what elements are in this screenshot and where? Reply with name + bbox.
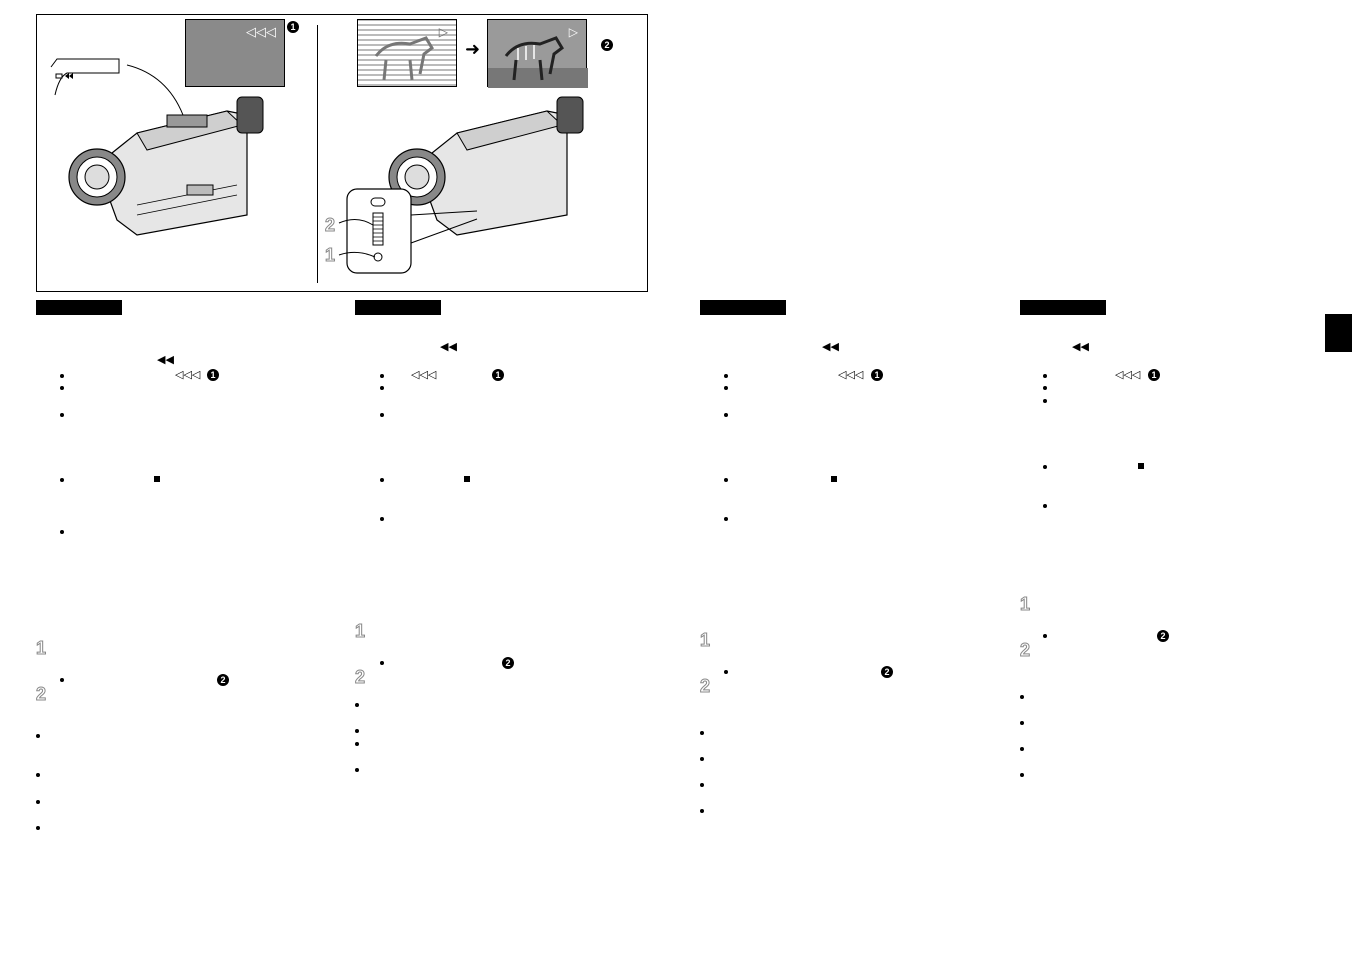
bullet [36, 773, 40, 777]
stop-symbol [831, 476, 837, 482]
arrow-right-icon: ➜ [465, 39, 481, 59]
clear-zebra-screen: ▷ [487, 19, 588, 88]
bullet [60, 374, 64, 378]
zebra-image-noisy [374, 36, 434, 81]
column-3-heading-bar [700, 300, 786, 315]
bullet [1043, 374, 1047, 378]
camcorder-right-illustration [338, 96, 584, 274]
bullet [380, 386, 384, 390]
column-2-heading-bar [355, 300, 441, 315]
bullet [380, 661, 384, 665]
callout-1: 1 [492, 369, 504, 381]
bullet [1020, 747, 1024, 751]
bullet [724, 413, 728, 417]
step-2-number: 2 [699, 676, 711, 697]
bullet [1043, 504, 1047, 508]
bullet [60, 678, 64, 682]
bullet [355, 729, 359, 733]
noisy-zebra-screen: ▷ [357, 19, 457, 87]
bullet [700, 731, 704, 735]
bullet [1020, 773, 1024, 777]
figure-step-1: 1 [324, 245, 336, 266]
camcorder-left-illustration [50, 58, 264, 236]
column-1-heading-bar [36, 300, 122, 315]
bullet [36, 800, 40, 804]
step-2-number: 2 [354, 667, 366, 688]
bullet [380, 517, 384, 521]
bullet [724, 478, 728, 482]
stop-symbol [1138, 463, 1144, 469]
callout-1: 1 [207, 369, 219, 381]
bullet [724, 374, 728, 378]
bullet [355, 742, 359, 746]
illustration-panel: ◁◁◁ 1 ▷ ➜ ▷ 2 2 1 [36, 14, 648, 292]
rewind-osd-indicator: ◁◁◁ [175, 369, 201, 381]
bullet [700, 783, 704, 787]
step-1-number: 1 [354, 621, 366, 642]
rewind-symbol: ◀◀ [440, 341, 457, 353]
panel-divider [317, 25, 318, 283]
rewind-symbol: ◀◀ [157, 354, 174, 366]
bullet [1043, 634, 1047, 638]
bullet [355, 703, 359, 707]
bullet [60, 413, 64, 417]
step-1-number: 1 [35, 638, 47, 659]
bullet [36, 826, 40, 830]
bullet [724, 517, 728, 521]
column-4-heading-bar [1020, 300, 1106, 315]
bullet [36, 734, 40, 738]
bullet [60, 530, 64, 534]
callout-1: 1 [871, 369, 883, 381]
callout-2: 2 [881, 666, 893, 678]
step-2-number: 2 [35, 684, 47, 705]
callout-2: 2 [1157, 630, 1169, 642]
zebra-image-clear [488, 36, 588, 88]
stop-symbol [154, 476, 160, 482]
step-1-number: 1 [1019, 594, 1031, 615]
rewind-osd-indicator: ◁◁◁ [838, 369, 864, 381]
bullet [1043, 386, 1047, 390]
bullet [724, 386, 728, 390]
rewind-screen: ◁◁◁ [185, 19, 285, 87]
bullet [1043, 465, 1047, 469]
bullet [380, 478, 384, 482]
bullet [1020, 695, 1024, 699]
figure-step-2: 2 [324, 215, 336, 236]
callout-2: 2 [601, 39, 613, 51]
bullet [380, 374, 384, 378]
bullet [1043, 399, 1047, 403]
play-osd-clear: ▷ [568, 25, 578, 39]
callout-2: 2 [217, 674, 229, 686]
bullet [1020, 721, 1024, 725]
rewind-osd-indicator: ◁◁◁ [1115, 369, 1141, 381]
callout-2: 2 [502, 657, 514, 669]
step-2-number: 2 [1019, 640, 1031, 661]
bullet [380, 413, 384, 417]
bullet [724, 670, 728, 674]
callout-1: 1 [287, 21, 299, 33]
bullet [60, 386, 64, 390]
rewind-osd-indicator: ◁◁◁ [246, 24, 276, 39]
bullet [355, 768, 359, 772]
rewind-osd-indicator: ◁◁◁ [411, 369, 437, 381]
rewind-symbol: ◀◀ [1072, 341, 1089, 353]
rewind-symbol: ◀◀ [822, 341, 839, 353]
bullet [60, 478, 64, 482]
play-osd-noisy: ▷ [438, 25, 448, 39]
bullet [700, 809, 704, 813]
step-1-number: 1 [699, 630, 711, 651]
callout-1: 1 [1148, 369, 1160, 381]
stop-symbol [464, 476, 470, 482]
section-tab-marker [1325, 314, 1352, 352]
bullet [700, 757, 704, 761]
